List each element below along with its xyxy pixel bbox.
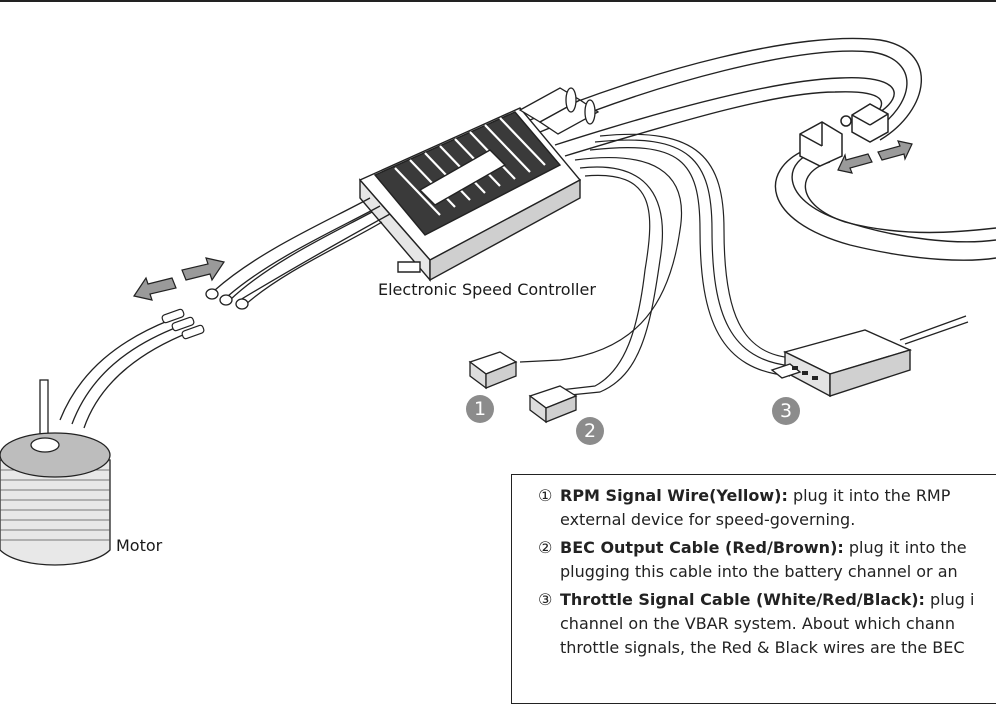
note-continuation: channel on the VBAR system. About which … — [560, 614, 955, 633]
battery-arrows-icon — [837, 140, 913, 174]
esc-label: Electronic Speed Controller — [378, 280, 596, 299]
note-term: RPM Signal Wire(Yellow): — [560, 486, 788, 505]
note-bec-output: ② BEC Output Cable (Red/Brown): plug it i… — [538, 536, 996, 584]
note-term: BEC Output Cable (Red/Brown): — [560, 538, 844, 557]
note-rpm-signal: ① RPM Signal Wire(Yellow): plug it into t… — [538, 484, 996, 532]
note-number: ① — [538, 486, 553, 505]
note-term: Throttle Signal Cable (White/Red/Black): — [560, 590, 925, 609]
wiring-diagram — [0, 0, 996, 566]
note-text: plug i — [924, 590, 975, 609]
motor-label: Motor — [116, 536, 163, 555]
note-throttle-signal: ③ Throttle Signal Cable (White/Red/Black)… — [538, 588, 996, 660]
receiver — [770, 329, 913, 398]
cable-notes-box: ① RPM Signal Wire(Yellow): plug it into t… — [511, 474, 996, 704]
note-number: ② — [538, 538, 553, 557]
note-continuation-2: throttle signals, the Red & Black wires … — [560, 638, 965, 657]
motor-drawing — [0, 379, 111, 566]
esc-lead-tips — [205, 288, 249, 310]
battery-wires — [529, 37, 996, 261]
note-continuation: external device for speed-governing. — [560, 510, 856, 529]
note-continuation: plugging this cable into the battery cha… — [560, 562, 958, 581]
motor-arrows-icon — [133, 257, 225, 301]
signal-cables — [519, 133, 795, 397]
battery-connector-left — [799, 121, 843, 167]
callout-3-badge: 3 — [772, 397, 800, 425]
esc-body — [358, 107, 582, 282]
motor-wires — [59, 319, 191, 429]
motor-wire-plugs — [161, 308, 205, 340]
callout-2-badge: 2 — [576, 417, 604, 445]
esc-capacitors — [518, 87, 600, 135]
note-text: plug it into the RMP — [787, 486, 951, 505]
receiver-antennas — [899, 315, 969, 345]
esc-motor-leads — [214, 197, 391, 306]
battery-connector-right — [840, 103, 889, 143]
servo-plug-2 — [528, 385, 578, 424]
servo-plug-1 — [468, 351, 518, 390]
note-number: ③ — [538, 590, 553, 609]
note-text: plug it into the — [843, 538, 967, 557]
callout-1-badge: 1 — [466, 395, 494, 423]
